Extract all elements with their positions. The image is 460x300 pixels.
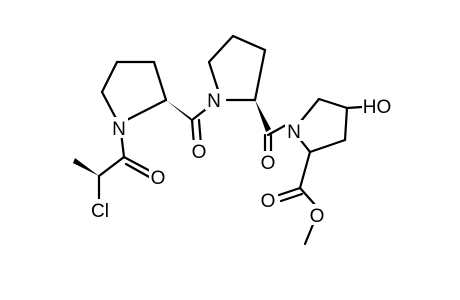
atom-label-o-amide1: O — [192, 142, 207, 163]
bond — [100, 60, 119, 94]
atom-hydroxyl: HO — [362, 95, 392, 118]
atom-o-amide2: O — [259, 151, 277, 174]
bond — [317, 97, 349, 110]
atom-o-ester: O — [308, 204, 326, 227]
bond — [122, 155, 154, 174]
bond — [277, 186, 302, 197]
atom-label-hydroxyl: HO — [363, 97, 392, 118]
bond — [308, 138, 347, 154]
bond — [253, 48, 267, 102]
stereo-wedge — [255, 100, 271, 132]
atom-o-ester-carbonyl: O — [259, 189, 277, 212]
atom-labels: N N N O O O O O — [87, 89, 392, 227]
atom-n1: N — [110, 117, 128, 140]
bond — [299, 97, 321, 123]
stereo-wedges — [73, 100, 271, 176]
bond — [279, 192, 304, 203]
atom-label-cl: Cl — [91, 201, 109, 222]
atom-label-o-amide2: O — [261, 153, 276, 174]
atom-label-n1: N — [112, 119, 126, 140]
bond — [345, 105, 364, 110]
bond — [152, 60, 168, 102]
atom-label-o-ester: O — [310, 206, 325, 227]
bond — [343, 106, 349, 142]
stereo-wedge — [73, 158, 99, 176]
atom-o-acyl: O — [149, 166, 167, 189]
bond — [298, 186, 319, 209]
bond — [231, 34, 267, 52]
bond — [298, 150, 312, 190]
atom-o-amide1: O — [190, 140, 208, 163]
bond — [207, 60, 221, 95]
stereo-wedge — [166, 100, 194, 123]
atom-n3: N — [285, 120, 303, 143]
atom-label-n3: N — [287, 122, 301, 143]
bond — [124, 162, 153, 180]
bond — [266, 123, 288, 137]
atom-label-n2: N — [207, 91, 221, 112]
bond — [303, 220, 316, 246]
atom-label-o-ester-carbonyl: O — [261, 191, 276, 212]
bond — [207, 34, 235, 64]
atom-cl: Cl — [87, 199, 113, 222]
atom-n2: N — [205, 89, 223, 112]
atom-label-o-acyl: O — [151, 168, 166, 189]
bond — [97, 155, 126, 178]
